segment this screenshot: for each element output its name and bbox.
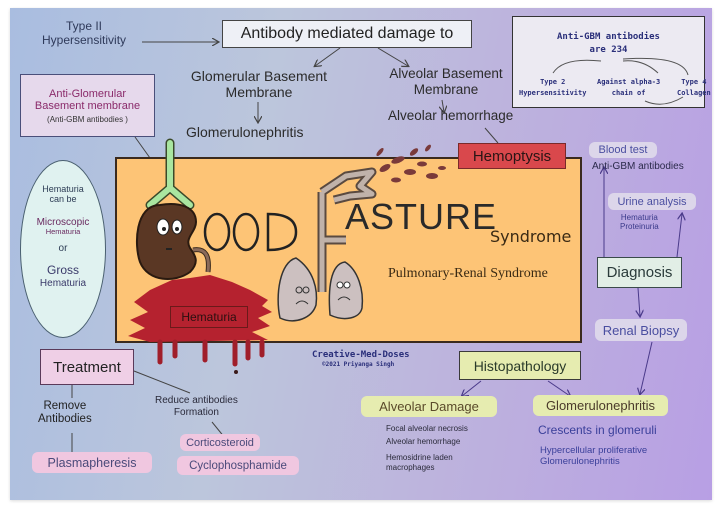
crescents-text: Crescents in glomeruli <box>538 423 657 437</box>
gbm-label: Glomerular Basement Membrane <box>183 68 335 100</box>
alveolar-detail-1: Focal alveolar necrosis <box>386 424 468 433</box>
urine-analysis-text: Urine analysis <box>617 195 687 208</box>
antibody-mediated-box: Antibody mediated damage to <box>222 20 472 48</box>
info-box-arrows <box>552 57 689 105</box>
info-alpha3-line1: Against alpha-3 <box>597 78 661 86</box>
info-type4-line2: Collagen <box>677 88 711 97</box>
oval-line2: can be <box>49 194 77 205</box>
alveolar-detail-4: macrophages <box>386 462 435 472</box>
alveolar-detail-2: Alveolar hemorrhage <box>386 437 461 447</box>
urine-detail-hematuria: Hematuria <box>620 213 658 222</box>
cyclophosphamide-pill: Cyclophosphamide <box>177 456 299 475</box>
blood-spray-icon <box>376 144 446 183</box>
oval-line3: Microscopic <box>36 216 90 228</box>
oval-line7: Hematuria <box>39 278 87 290</box>
hemoptysis-text: Hemoptysis <box>472 147 552 165</box>
corticosteroid-text: Corticosteroid <box>186 436 254 449</box>
remove-line1: Remove <box>43 400 87 412</box>
urine-detail-proteinuria: Proteinuria <box>620 222 659 232</box>
corticosteroid-pill: Corticosteroid <box>180 434 260 451</box>
hypercellular-text: Hypercellular proliferative Glomerulonep… <box>540 445 648 468</box>
anti-gbm-line1: Anti-Glomerular <box>48 87 127 100</box>
urine-details: Hematuria Proteinuria <box>620 213 659 231</box>
abm-label: Alveolar Basement Membrane <box>376 66 516 97</box>
hematuria-label: Hematuria <box>170 306 248 328</box>
renal-biopsy-pill: Renal Biopsy <box>595 319 687 341</box>
anti-gbm-line2: Basement membrane <box>34 99 141 112</box>
anti-gbm-box: Anti-Glomerular Basement membrane (Anti-… <box>20 74 155 137</box>
info-type4-line1: Type 4 <box>681 78 707 86</box>
gbm-line1: Glomerular Basement <box>190 68 328 84</box>
reduce-line1: Reduce antibodies <box>155 395 238 406</box>
cyclophosphamide-text: Cyclophosphamide <box>189 459 287 472</box>
blood-test-pill: Blood test <box>589 142 657 158</box>
blood-splash-icon <box>128 275 272 374</box>
oval-line1: Hematuria <box>42 184 84 194</box>
type2-line1: Type II <box>66 19 103 33</box>
treatment-box: Treatment <box>40 349 134 385</box>
type2-line2: Hypersensitivity <box>42 32 127 47</box>
diagnosis-box: Diagnosis <box>597 257 682 288</box>
alveolar-damage-pill: Alveolar Damage <box>361 396 497 417</box>
oval-line4: Hematuria <box>45 227 81 237</box>
anti-gbm-line3: (Anti-GBM antibodies ) <box>47 114 128 124</box>
trachea-icon <box>317 167 377 292</box>
hypercellular-line1: Hypercellular proliferative <box>540 445 648 456</box>
glomerulonephritis-top: Glomerulonephritis <box>186 124 304 140</box>
alveolar-detail-3: Hemosidrine laden <box>386 453 453 463</box>
title-syndrome: Syndrome <box>490 227 572 246</box>
oval-line6: Gross <box>46 263 79 278</box>
plasmapheresis-pill: Plasmapheresis <box>32 452 152 473</box>
plasmapheresis-text: Plasmapheresis <box>47 455 137 470</box>
kidney-character-icon <box>135 203 211 280</box>
hematuria-text: Hematuria <box>181 310 237 324</box>
histopathology-box: Histopathology <box>459 351 581 380</box>
hemoptysis-label: Hemoptysis <box>458 143 566 169</box>
oval-line5: or <box>58 242 68 254</box>
renal-biopsy-text: Renal Biopsy <box>602 322 680 338</box>
title-asture: ASTURE <box>345 196 498 237</box>
blood-test-text: Blood test <box>598 144 648 156</box>
abm-line2: Membrane <box>413 81 479 97</box>
glomerulonephritis-histo-text: Glomerulonephritis <box>545 398 656 413</box>
remove-line2: Antibodies <box>38 413 92 426</box>
histopathology-text: Histopathology <box>473 357 567 374</box>
glomerulonephritis-pill: Glomerulonephritis <box>533 395 668 416</box>
antibody-mediated-text: Antibody mediated damage to <box>240 25 454 42</box>
anti-gbm-info-box: Anti-GBM antibodies are 234 Type 2 Hyper… <box>512 16 711 108</box>
urine-analysis-pill: Urine analysis <box>608 193 696 210</box>
reduce-line2: Formation <box>173 406 219 418</box>
info-title-line2: are 234 <box>589 44 628 55</box>
remove-antibodies: Remove Antibodies <box>38 400 92 426</box>
alveolar-damage-text: Alveolar Damage <box>379 399 479 414</box>
ood-letters <box>203 212 298 252</box>
abm-line1: Alveolar Basement <box>389 66 503 81</box>
hematuria-oval <box>20 160 106 338</box>
blood-test-detail: Anti-GBM antibodies <box>592 161 684 172</box>
reduce-antibodies: Reduce antibodies Formation <box>155 395 238 418</box>
info-type2-line1: Type 2 <box>540 78 566 86</box>
alveolar-details: Focal alveolar necrosis Alveolar hemorrh… <box>386 424 468 472</box>
copyright-credit: ©2021 Priyanga Singh <box>322 361 395 368</box>
treatment-text: Treatment <box>53 358 121 376</box>
gbm-line2: Membrane <box>225 84 293 101</box>
info-alpha3-line2: chain of <box>611 88 646 97</box>
diagnosis-text: Diagnosis <box>606 264 673 281</box>
type2-label: Type II Hypersensitivity <box>42 19 127 48</box>
hypercellular-line2: Glomerulonephritis <box>540 455 620 467</box>
info-title-line1: Anti-GBM antibodies <box>557 32 660 42</box>
antibody-icon <box>145 138 195 210</box>
hematuria-oval-text: Hematuria can be Microscopic Hematuria o… <box>20 184 106 290</box>
brand-credit: Creative-Med-Doses <box>312 350 410 360</box>
subtitle-pulmonary-renal: Pulmonary-Renal Syndrome <box>388 266 548 281</box>
info-type2-line2: Hypersensitivity <box>519 88 587 97</box>
alveolar-hemorrhage-top: Alveolar hemorrhage <box>388 108 514 123</box>
lungs-icon <box>277 257 364 322</box>
